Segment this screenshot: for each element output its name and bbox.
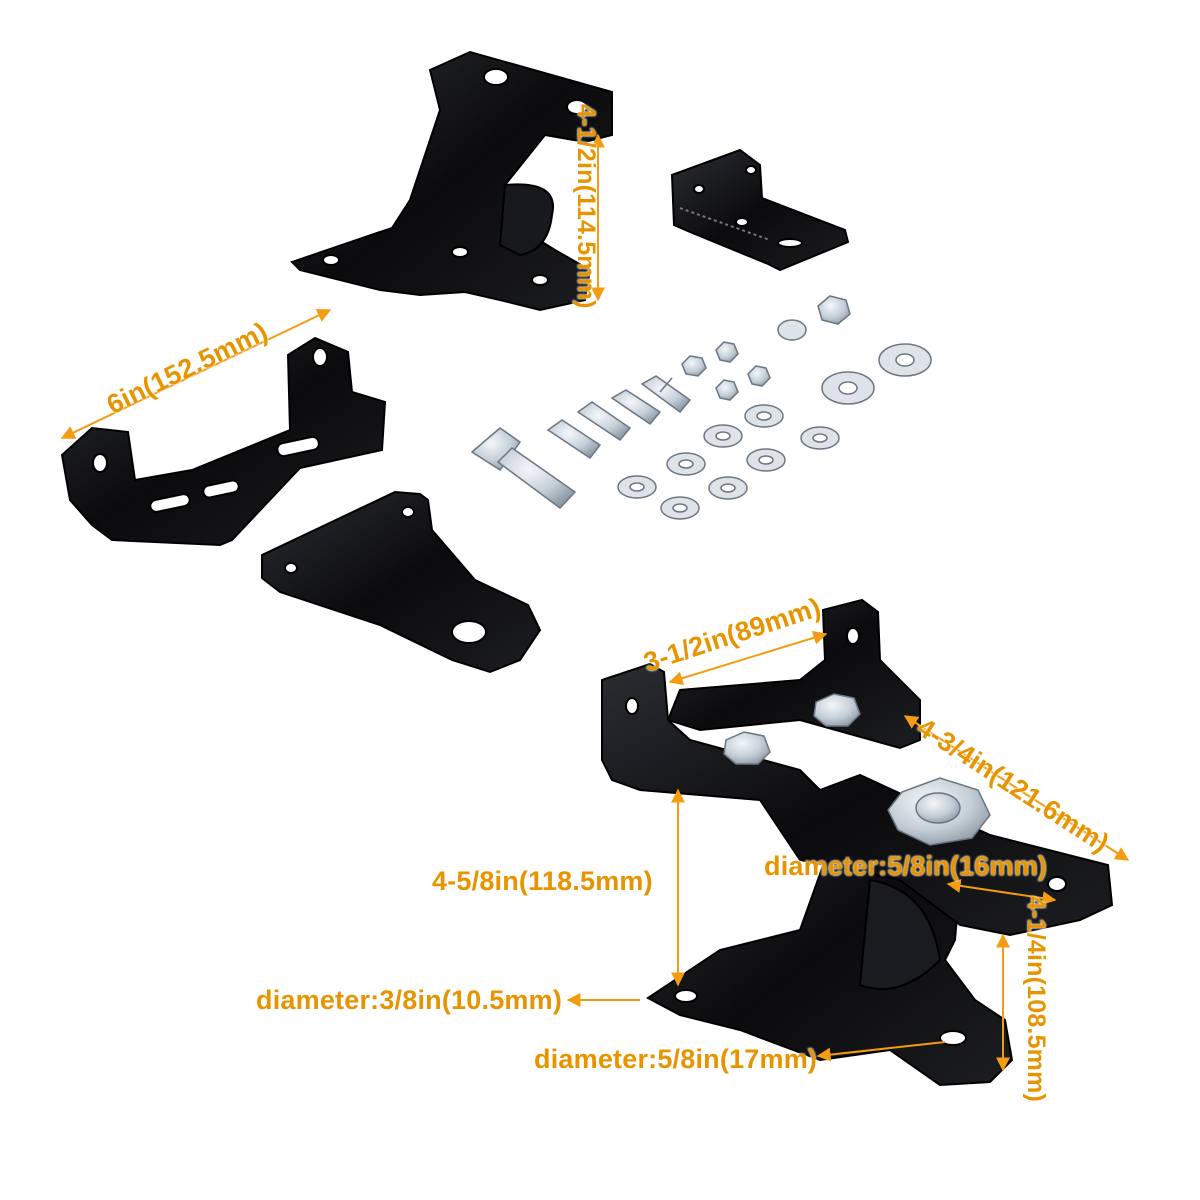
label-hole-top: diameter:5/8in(16mm) [764,851,1048,881]
large-bolt [470,427,577,510]
nuts [681,295,851,401]
dimension-lines [60,133,1130,1072]
small-bolts [546,375,692,460]
label-hole-bottom: diameter:5/8in(17mm) [534,1044,818,1074]
dim-line-bottom-right-length [903,715,1130,861]
label-bottom-right-height: 4-1/4in(108.5mm) [1022,896,1050,1103]
dim-line-hole-top [946,878,1057,906]
top-hitch-bracket [290,50,613,312]
label-top-height: 4-1/2in(114.5mm) [572,104,600,309]
dim-line-left-width [60,309,332,439]
assembled-hitch-holes [625,627,1067,1046]
washers [617,319,932,520]
label-hole-mid: diameter:3/8in(10.5mm) [256,985,563,1015]
left-u-bracket [60,336,387,547]
dim-line-hole-bottom [816,1041,946,1062]
small-l-bracket [670,148,850,272]
drawbar-plate [261,490,542,674]
top-bracket-holes [322,68,588,286]
washer-holes [629,353,915,513]
label-bottom-height: 4-5/8in(118.5mm) [432,866,653,896]
hardware-kit [470,295,932,520]
dim-line-bottom-width [668,631,828,685]
